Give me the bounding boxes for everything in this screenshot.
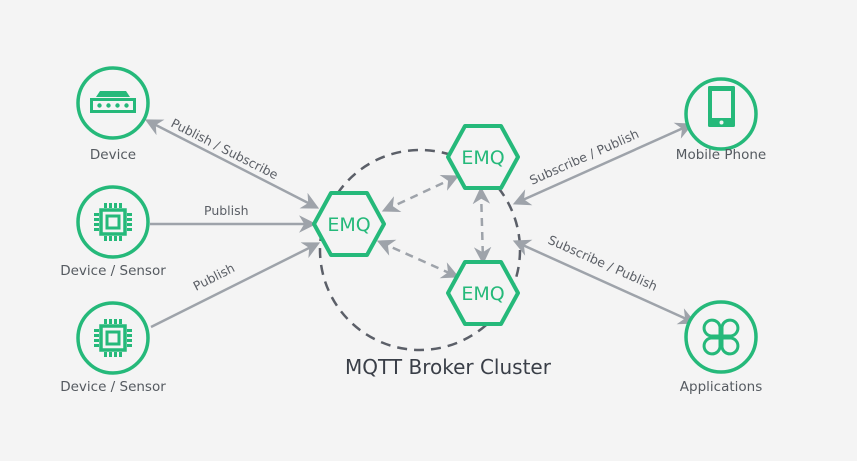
client-label: Device / Sensor — [60, 379, 166, 395]
edge-mobile — [512, 122, 694, 206]
client-label: Applications — [680, 379, 762, 395]
emq-node-top[interactable]: EMQ — [446, 124, 520, 190]
apps-icon — [702, 318, 740, 356]
client-device[interactable]: Device — [76, 66, 150, 163]
client-label: Device — [90, 147, 136, 163]
emq-node-bottom[interactable]: EMQ — [446, 260, 520, 326]
smartphone-icon — [708, 86, 735, 127]
cluster-link-left-top — [381, 174, 460, 213]
edge-sensor-2 — [150, 242, 321, 329]
client-label: Mobile Phone — [676, 147, 766, 163]
chip-icon — [94, 319, 132, 357]
edge-label-mobile: Subscribe / Publish — [527, 126, 641, 188]
client-label: Device / Sensor — [60, 263, 166, 279]
emq-node-label: EMQ — [461, 283, 504, 305]
cluster-title: MQTT Broker Cluster — [345, 355, 552, 379]
chip-icon — [94, 203, 132, 241]
emq-node-left[interactable]: EMQ — [312, 191, 386, 257]
client-sensor-2[interactable]: Device / Sensor — [60, 301, 166, 395]
router-icon — [90, 91, 136, 113]
edge-applications — [512, 239, 697, 325]
client-mobile-phone[interactable]: Mobile Phone — [676, 77, 766, 163]
edge-device — [144, 119, 320, 209]
client-sensor-1[interactable]: Device / Sensor — [60, 185, 166, 279]
edge-label-device: Publish / Subscribe — [169, 115, 281, 182]
emq-node-label: EMQ — [461, 147, 504, 169]
client-applications[interactable]: Applications — [680, 300, 762, 395]
edge-label-sensor-1: Publish — [204, 203, 249, 218]
cluster-link-top-bottom — [472, 186, 492, 265]
emq-node-label: EMQ — [327, 214, 370, 236]
cluster-link-left-bottom — [376, 239, 460, 279]
